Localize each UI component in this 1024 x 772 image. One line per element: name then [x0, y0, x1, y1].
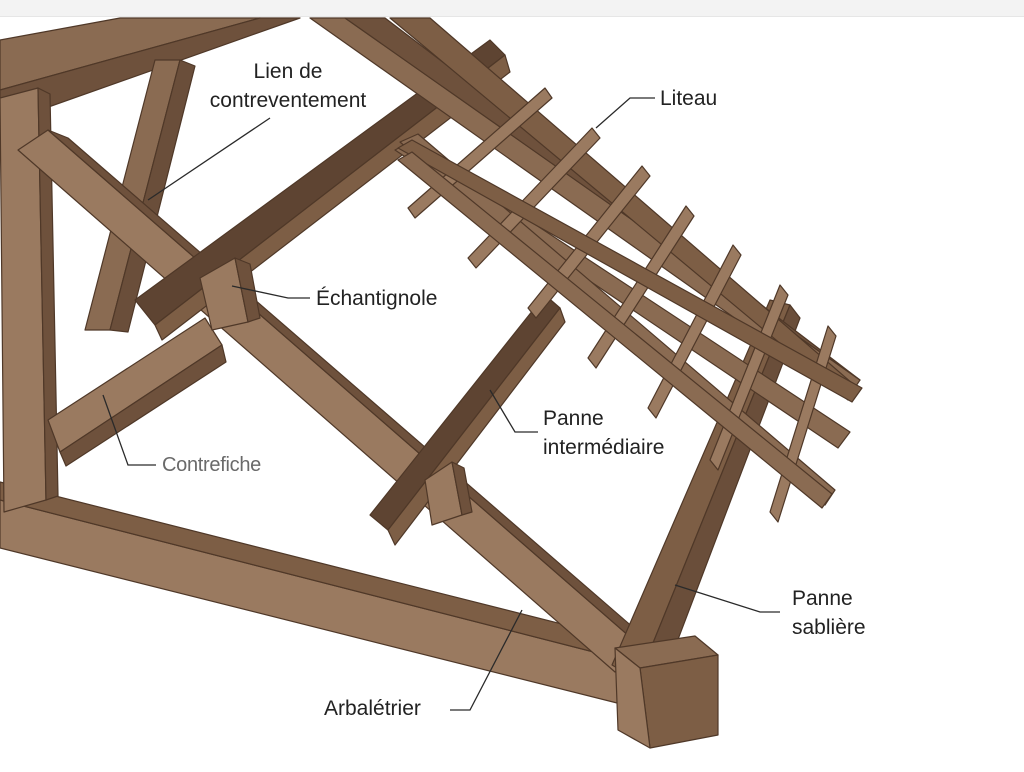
leader-arbaletrier: [450, 609, 523, 711]
strut: [47, 317, 227, 467]
leader-panne-sabliere: [674, 584, 780, 613]
cleat: [199, 257, 261, 331]
label-panne-sabliere-line2: sablière: [792, 616, 866, 639]
leader-echantignole: [231, 285, 310, 299]
label-lien-line2: contreventement: [209, 89, 367, 112]
window-top-bar: [0, 0, 1024, 17]
leader-liteau: [595, 97, 655, 129]
label-lien-line1: Lien de: [253, 60, 323, 83]
label-panne-sabliere-line1: Panne: [792, 587, 853, 610]
label-panne-sabliere: Panne sablière: [792, 584, 866, 642]
label-echantignole: Échantignole: [316, 287, 438, 310]
leader-lien: [147, 117, 271, 201]
label-panne-intermediaire: Panne intermédiaire: [543, 404, 664, 462]
intermediate-cleat: [424, 461, 473, 526]
front-rafter: [397, 139, 863, 509]
label-liteau: Liteau: [660, 87, 718, 110]
label-lien-de-contreventement: Lien de contreventement: [188, 57, 388, 115]
label-panne-inter-line2: intermédiaire: [543, 436, 665, 459]
wall-plate: [614, 635, 719, 749]
leader-panne-intermediaire: [489, 389, 538, 433]
right-rafter: [611, 299, 801, 701]
leader-contrefiche: [102, 394, 156, 466]
label-contrefiche: Contrefiche: [162, 454, 261, 476]
king-post: [0, 87, 59, 513]
label-panne-inter-line1: Panne: [543, 407, 604, 430]
label-arbaletrier: Arbalétrier: [324, 697, 421, 720]
